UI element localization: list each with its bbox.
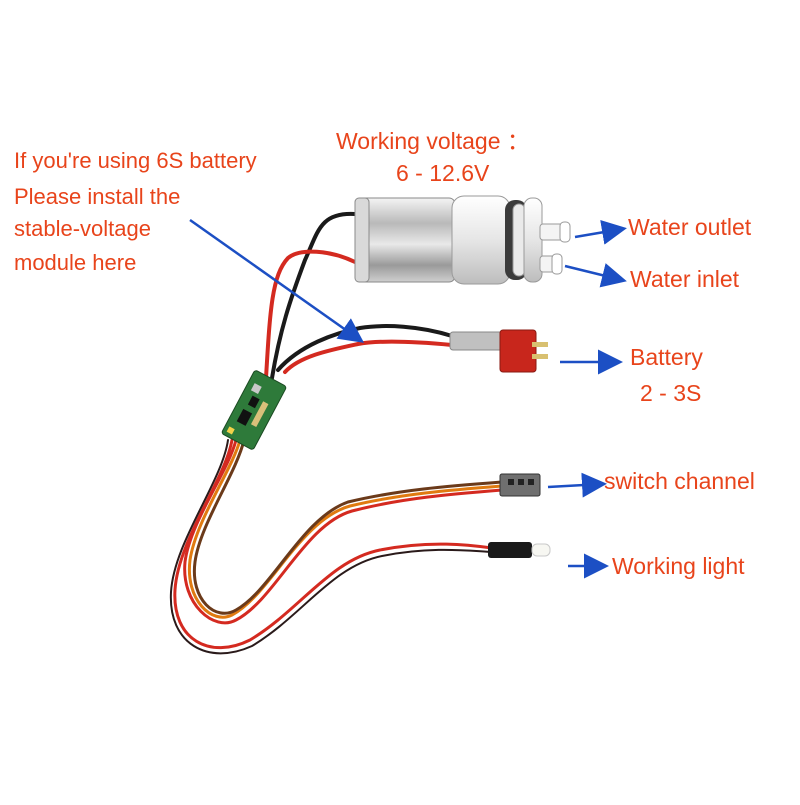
inlet-nozzle: [539, 253, 563, 275]
led-lead-black: [169, 439, 493, 655]
wire-bundle: [169, 211, 504, 655]
battery-cells-label: 2 - 3S: [640, 380, 702, 406]
outlet-arrow: [574, 220, 627, 245]
inlet-arrow: [564, 263, 627, 288]
pump-head: [451, 195, 511, 285]
note-arrow: [189, 218, 365, 343]
note-line-4: module here: [14, 250, 137, 275]
water-outlet-label: Water outlet: [628, 214, 752, 240]
led-lead-red: [173, 438, 494, 650]
note-line-3: stable-voltage: [14, 216, 151, 241]
outlet-nozzle: [539, 221, 571, 243]
servo-lead-brown: [192, 438, 504, 615]
led-light: [488, 542, 551, 558]
switch-arrow: [547, 472, 607, 498]
note-line-2: Please install the: [14, 184, 181, 209]
battery-black-lead: [276, 324, 454, 372]
switch-channel-label: switch channel: [604, 468, 755, 494]
working-light-label: Working light: [612, 553, 745, 579]
working-voltage-label: Working voltage ：: [336, 128, 530, 154]
servo-lead-orange: [187, 438, 504, 619]
red-motor-wire: [264, 249, 357, 380]
note-line-1: If you're using 6S battery: [14, 148, 257, 173]
callout-arrows: [189, 218, 627, 579]
t-connector: [449, 329, 548, 373]
pump-motor: [354, 197, 456, 283]
battery-label: Battery: [630, 344, 703, 370]
working-voltage-value: 6 - 12.6V: [396, 160, 490, 186]
water-pump: [354, 195, 571, 285]
black-motor-wire: [270, 211, 357, 380]
water-inlet-label: Water inlet: [630, 266, 740, 292]
control-module: [221, 370, 287, 450]
battery-red-lead: [283, 339, 454, 374]
servo-plug: [499, 473, 541, 497]
